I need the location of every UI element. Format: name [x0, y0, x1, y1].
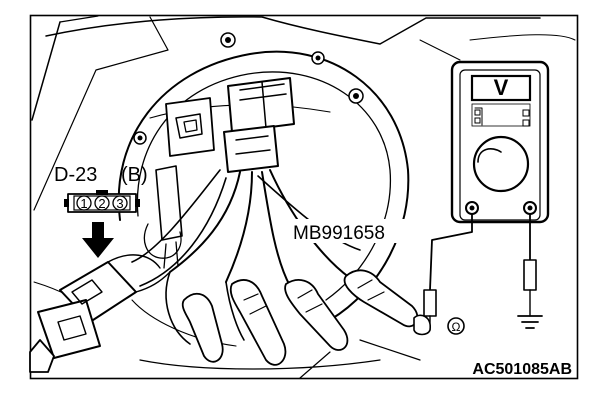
ground-icon — [517, 315, 543, 329]
meter-dial — [472, 135, 530, 193]
connector-pin: 3 — [112, 195, 128, 211]
svg-text:Ω: Ω — [452, 320, 461, 334]
meter-display — [470, 74, 532, 102]
meter-mode-symbol: V — [494, 75, 509, 100]
tool-label-backdrop — [290, 219, 414, 243]
alligator-clip-1 — [229, 279, 287, 366]
tool-label: MB991658 — [293, 223, 385, 244]
direction-arrow-icon — [82, 222, 114, 258]
connector-code: D-23 — [54, 164, 97, 186]
meter-terminal — [465, 201, 479, 215]
flange-bolt — [133, 131, 147, 145]
meter-lead-negative — [523, 213, 537, 317]
voltmeter: V — [450, 60, 550, 224]
connector-color-code: (B) — [121, 164, 148, 186]
svg-text:1: 1 — [80, 196, 87, 211]
sender-unit — [143, 97, 215, 269]
ohm-range-badge: Ω — [447, 317, 465, 335]
connector-pin-diagram: 1 2 3 — [64, 190, 140, 213]
test-connector — [29, 254, 171, 373]
connector-pin: 2 — [94, 195, 110, 211]
alligator-clip-2 — [284, 279, 349, 351]
flange-bolt — [311, 51, 325, 65]
svg-text:2: 2 — [98, 196, 105, 211]
meter-terminal — [523, 201, 537, 215]
meter-lead-positive — [413, 213, 473, 336]
flange-bolt — [220, 32, 236, 48]
flange-bolt — [348, 88, 364, 104]
alligator-clip-4 — [181, 292, 224, 363]
harness-connector — [223, 77, 295, 173]
svg-text:3: 3 — [116, 196, 123, 211]
figure-id: AC501085AB — [472, 361, 572, 378]
connector-pin: 1 — [76, 195, 92, 211]
